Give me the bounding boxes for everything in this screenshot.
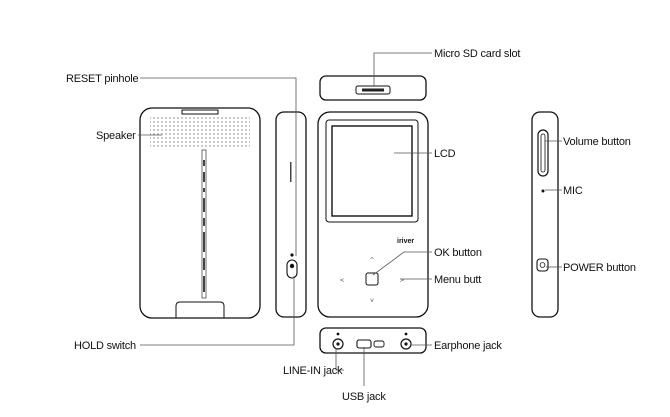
back-label-text: [203, 160, 205, 292]
side-engraving: [290, 162, 292, 182]
label-earphone: Earphone jack: [434, 340, 502, 352]
speaker-grille: [150, 117, 250, 147]
lcd-screen: [331, 125, 413, 217]
label-volume: Volume button: [563, 136, 631, 148]
mic-hole: [541, 189, 545, 193]
label-usb: USB jack: [342, 391, 386, 403]
ok-button: [365, 272, 379, 286]
label-speaker: Speaker: [96, 130, 136, 142]
back-bottom-foot: [175, 301, 225, 318]
left-side-view: [275, 111, 307, 318]
nav-up-icon: ^: [369, 257, 374, 264]
usb-jack: [356, 339, 372, 349]
reset-pinhole: [290, 253, 294, 257]
nav-down-icon: v: [370, 297, 374, 304]
nav-right-icon: >: [399, 277, 404, 284]
back-view: [139, 107, 261, 319]
right-side-view: [531, 111, 559, 318]
label-menu: Menu butt: [434, 274, 481, 286]
label-lcd: LCD: [434, 148, 456, 160]
brand-logo: iriver: [397, 238, 414, 245]
label-line-in: LINE-IN jack: [283, 365, 343, 377]
power-button: [536, 258, 549, 272]
leader-lines: [138, 52, 562, 386]
volume-button: [537, 129, 549, 177]
hold-switch: [286, 259, 298, 279]
front-view: iriver ^ v < >: [317, 111, 429, 318]
bottom-view: [319, 327, 427, 354]
label-reset: RESET pinhole: [66, 73, 138, 85]
label-hold: HOLD switch: [74, 340, 136, 352]
nav-left-icon: <: [339, 277, 344, 284]
label-ok: OK button: [434, 247, 482, 259]
labels: Micro SD card slot RESET pinhole Speaker…: [66, 48, 636, 403]
label-micro-sd: Micro SD card slot: [434, 48, 520, 60]
label-mic: MIC: [563, 185, 583, 197]
label-power: POWER button: [563, 262, 636, 274]
top-view: [319, 75, 427, 101]
